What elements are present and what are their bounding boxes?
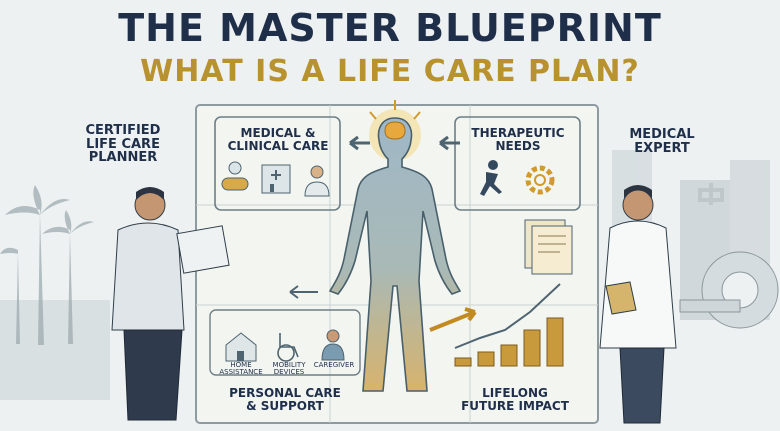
home-icon xyxy=(225,332,257,362)
expert-label: MEDICAL EXPERT xyxy=(612,128,712,155)
medical-section-label-line-2: CLINICAL CARE xyxy=(227,138,329,153)
page-title: THE MASTER BLUEPRINT xyxy=(118,6,662,50)
hospital-icon xyxy=(261,164,291,194)
doctor-icon xyxy=(304,165,330,197)
brain-icon xyxy=(384,121,406,140)
expert-label-line-2: EXPERT xyxy=(634,140,690,156)
medical-section-label: MEDICAL & CLINICAL CARE xyxy=(218,127,338,152)
planner-label-line-3: PLANNER xyxy=(88,150,158,166)
caregiver-label-line-1: CAREGIVER xyxy=(313,361,355,369)
running-person-icon xyxy=(480,160,502,196)
future-section-label-line-1: LIFELONG xyxy=(482,386,548,400)
home-label-line-1: HOME xyxy=(230,361,252,369)
gear-icon xyxy=(525,165,555,195)
planner-label-line-2: LIFE CARE xyxy=(86,136,160,152)
therapeutic-box xyxy=(454,116,581,211)
growth-line xyxy=(454,283,561,349)
coin-stacks-icon xyxy=(454,317,564,367)
expert-person xyxy=(599,185,677,424)
therapeutic-section-label: THERAPEUTIC NEEDS xyxy=(458,127,578,152)
planner-person xyxy=(111,187,230,421)
personal-box xyxy=(209,309,361,376)
personal-section-label-line-1: PERSONAL CARE xyxy=(229,386,341,400)
arrow-to-personal xyxy=(289,285,318,299)
caregiver-icon xyxy=(321,329,345,361)
arrow-to-therapeutic xyxy=(439,135,460,151)
caregiver-label: CAREGIVER xyxy=(310,361,358,369)
palm-trees xyxy=(0,185,94,345)
medical-box xyxy=(214,116,341,211)
pill-icon xyxy=(221,161,249,191)
home-label-line-2: ASSISTANCE xyxy=(219,368,263,377)
home-assistance-label: HOME ASSISTANCE xyxy=(214,361,268,377)
therapeutic-section-label-line-2: NEEDS xyxy=(495,138,541,153)
medical-section-label-line-1: MEDICAL & xyxy=(240,126,316,140)
brain-rays xyxy=(369,100,421,120)
mri-scanner-icon xyxy=(679,251,779,329)
planner-label: CERTIFIED LIFE CARE PLANNER xyxy=(68,124,178,165)
wheelchair-icon xyxy=(277,333,299,362)
future-section-label: LIFELONG FUTURE IMPACT xyxy=(445,387,585,412)
personal-section-label: PERSONAL CARE & SUPPORT xyxy=(210,387,360,412)
mobility-devices-label: MOBILITY DEVICES xyxy=(266,361,312,377)
mobility-label-line-2: DEVICES xyxy=(273,368,305,377)
arrow-to-medical xyxy=(349,135,370,151)
planner-label-line-1: CERTIFIED xyxy=(85,123,161,138)
arrow-to-future xyxy=(429,307,477,332)
expert-label-line-1: MEDICAL xyxy=(629,127,695,142)
personal-section-label-line-2: & SUPPORT xyxy=(246,398,324,413)
future-section-label-line-2: FUTURE IMPACT xyxy=(461,398,569,413)
page-subtitle: WHAT IS A LIFE CARE PLAN? xyxy=(140,54,640,89)
documents-icon xyxy=(524,219,573,275)
therapeutic-section-label-line-1: THERAPEUTIC xyxy=(471,126,565,140)
mobility-label-line-1: MOBILITY xyxy=(272,361,306,369)
human-figure xyxy=(328,117,462,392)
